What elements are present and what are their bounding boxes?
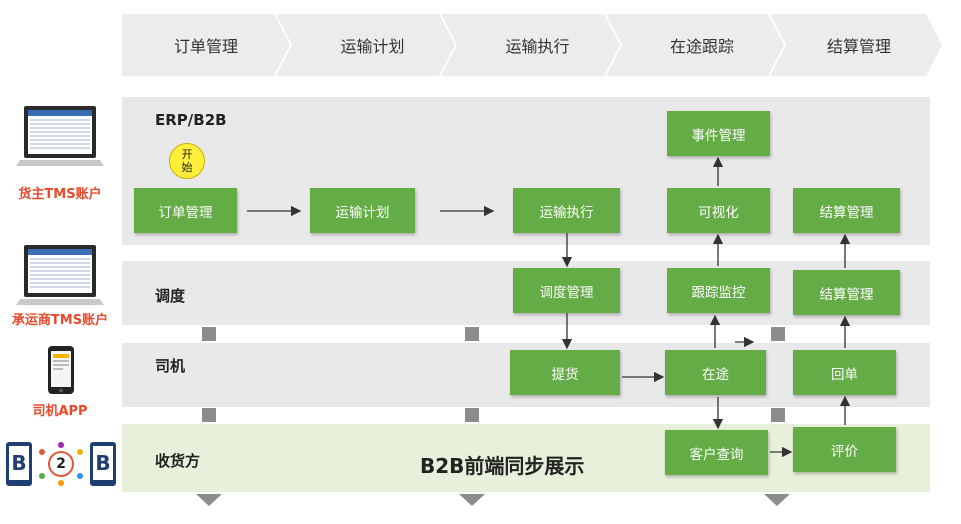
side-label-carrier: 承运商TMS账户 — [11, 313, 109, 328]
b2b-logo-right-b: B — [95, 451, 111, 475]
b2b-logo-left-b: B — [11, 451, 27, 475]
stage-chevron-1 — [122, 14, 290, 76]
lane-title-receiver: 收货方 — [155, 452, 201, 470]
box-pickup[interactable]: 提货 — [510, 350, 620, 395]
laptop-icon — [16, 245, 104, 305]
side-label-driver-app: 司机APP — [32, 404, 88, 419]
stage-label-plan: 运输计划 — [340, 37, 405, 56]
box-tracking-monitor[interactable]: 跟踪监控 — [667, 268, 770, 313]
stage-label-exec: 运输执行 — [505, 37, 570, 56]
stage-chevron-3 — [441, 14, 620, 76]
box-order-management[interactable]: 订单管理 — [134, 188, 237, 233]
connector-square — [771, 327, 785, 341]
box-receipt[interactable]: 回单 — [793, 350, 896, 395]
box-dispatch-management[interactable]: 调度管理 — [513, 268, 620, 313]
box-transport-execution[interactable]: 运输执行 — [513, 188, 620, 233]
stage-label-track: 在途跟踪 — [669, 37, 734, 56]
connector-square — [465, 327, 479, 341]
connector-triangle — [764, 494, 790, 506]
b2b-sync-caption: B2B前端同步展示 — [420, 454, 585, 478]
connector-square — [771, 408, 785, 422]
stage-chevron-2 — [276, 14, 455, 76]
lane-title-driver: 司机 — [155, 357, 186, 375]
connector-square — [202, 408, 216, 422]
box-visualization[interactable]: 可视化 — [667, 188, 770, 233]
box-event-management[interactable]: 事件管理 — [667, 111, 770, 156]
laptop-icon — [16, 106, 104, 166]
stage-chevron-4 — [606, 14, 784, 76]
stage-label-order: 订单管理 — [173, 37, 238, 56]
connector-square — [465, 408, 479, 422]
connector-square — [202, 327, 216, 341]
stage-chevron-5 — [770, 14, 942, 76]
box-customer-query[interactable]: 客户查询 — [665, 430, 768, 475]
stage-label-settle: 结算管理 — [826, 37, 891, 56]
b2b-logo-icon — [6, 442, 116, 486]
side-label-shipper: 货主TMS账户 — [18, 187, 102, 202]
box-settlement-erp[interactable]: 结算管理 — [793, 188, 900, 233]
connector-triangle — [196, 494, 222, 506]
lane-title-dispatch: 调度 — [155, 287, 186, 305]
box-settlement-dispatch[interactable]: 结算管理 — [793, 270, 900, 315]
b2b-logo-mid-2: 2 — [56, 456, 66, 472]
start-label: 开始 — [181, 148, 193, 174]
box-in-transit[interactable]: 在途 — [665, 350, 766, 395]
phone-icon — [48, 346, 74, 394]
start-node: 开始 — [169, 143, 205, 179]
box-evaluate[interactable]: 评价 — [793, 427, 896, 472]
box-transport-plan[interactable]: 运输计划 — [310, 188, 415, 233]
connector-triangle — [459, 494, 485, 506]
lane-title-erp: ERP/B2B — [155, 111, 227, 129]
